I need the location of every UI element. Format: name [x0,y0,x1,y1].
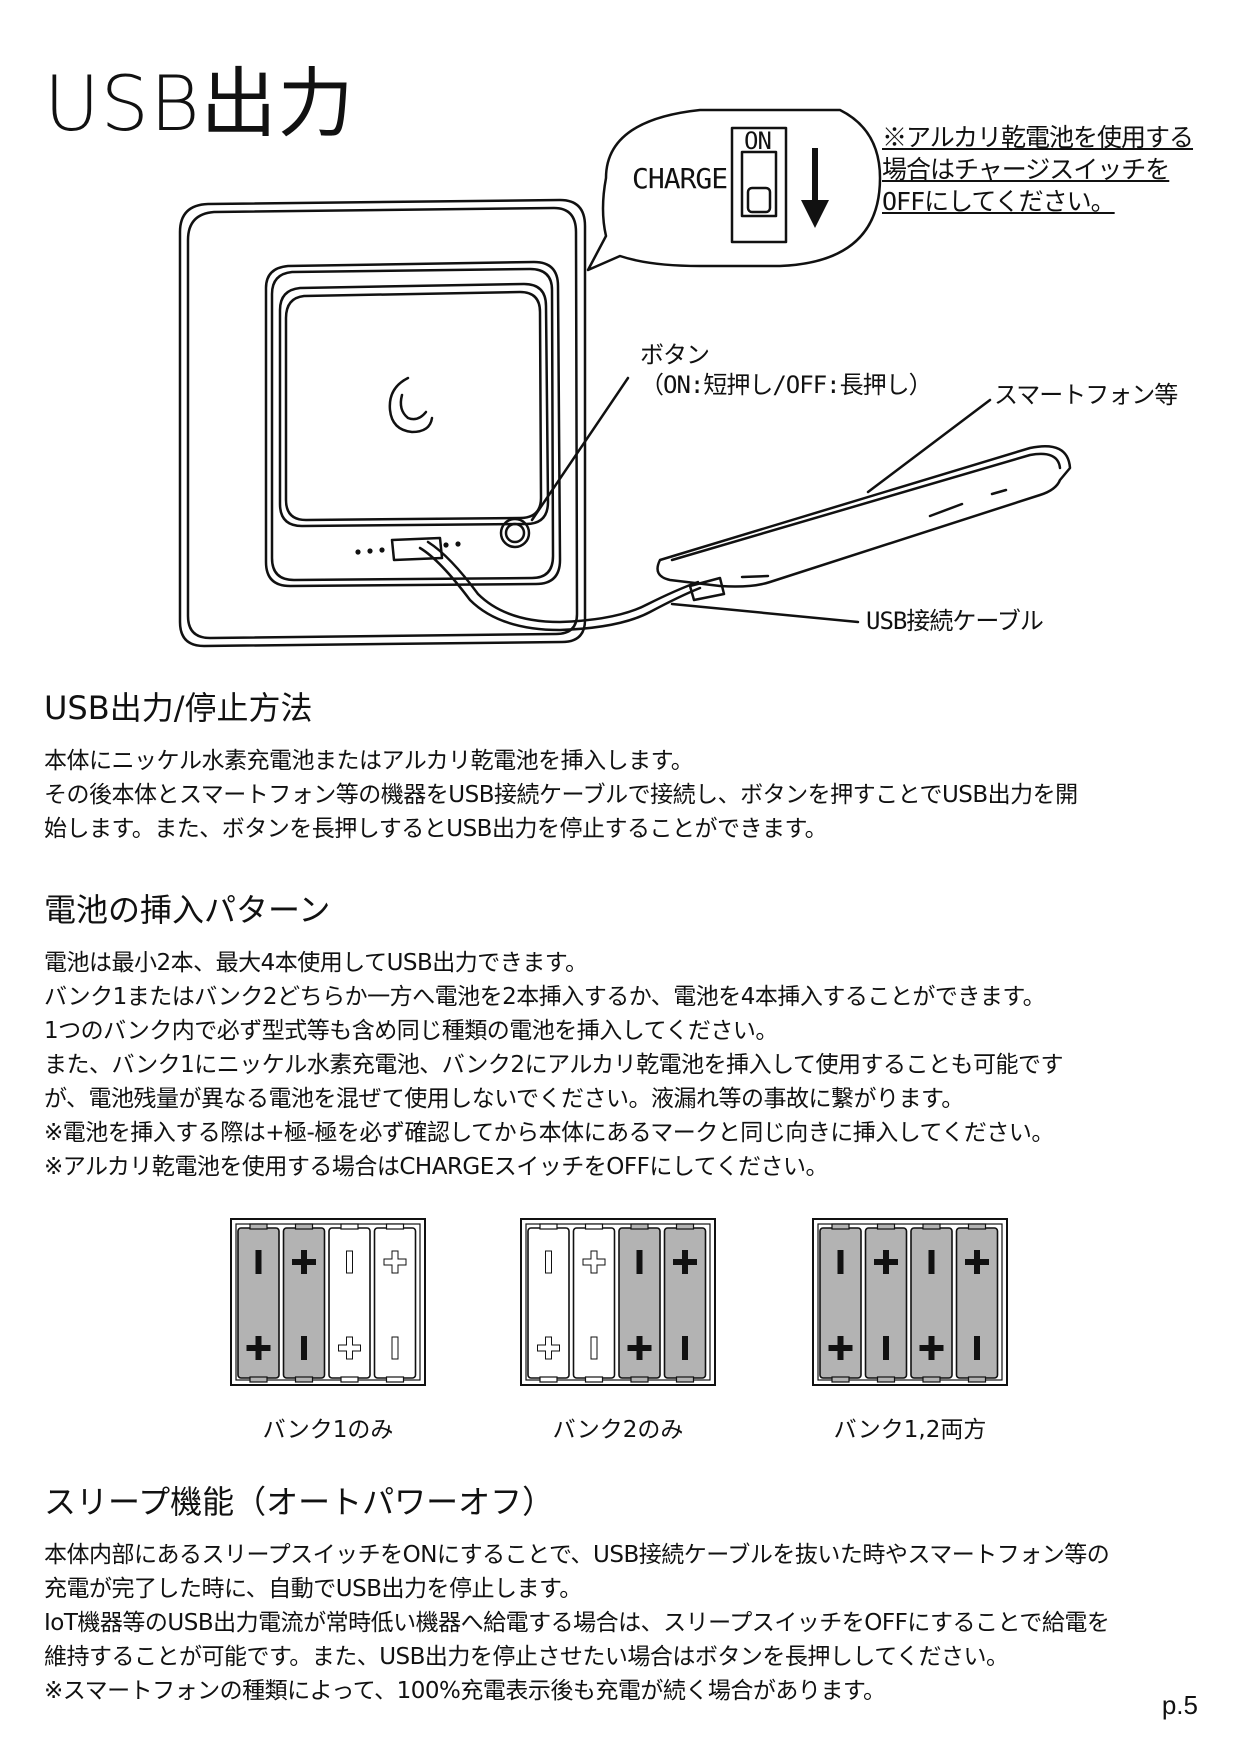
battery-cell [618,1223,661,1383]
phone-label: スマートフォン等 [994,381,1178,409]
battery-pattern-both [812,1218,1008,1386]
caption-both: バンク1,2両方 [833,1417,987,1443]
battery-cell [955,1223,999,1383]
switch-on-label: ON [744,127,772,155]
button-label: ボタン （ON:短押し/OFF:長押し） [640,341,933,399]
battery-cell [572,1223,616,1383]
caption-bank2: バンク2のみ [552,1417,684,1443]
page-title: USB出力 [44,59,355,148]
battery-cell [328,1223,371,1383]
battery-pattern-bank2 [520,1218,716,1386]
battery-cell [527,1223,570,1383]
battery-cell [910,1223,953,1383]
battery-cell [282,1223,326,1383]
battery-cell [864,1223,908,1383]
sleep-paragraph: 本体内部にあるスリープスイッチをONにすることで、USB接続ケーブルを抜いた時や… [44,1542,1110,1704]
battery-cell [237,1223,280,1383]
section-heading-sleep: スリープ機能（オートパワーオフ） [44,1483,555,1521]
battery-cell [819,1223,862,1383]
charge-label: CHARGE [632,162,728,195]
device-illustration [178,108,1072,648]
section-heading-battery-pattern: 電池の挿入パターン [44,891,331,929]
battery-pattern-paragraph: 電池は最小2本、最大4本使用してUSB出力できます。 バンク1またはバンク2どち… [44,950,1063,1180]
caption-bank1: バンク1のみ [262,1417,394,1443]
battery-pattern-bank1 [230,1218,426,1386]
battery-cell [373,1223,417,1383]
usb-output-paragraph: 本体にニッケル水素充電池またはアルカリ乾電池を挿入します。 その後本体とスマート… [44,748,1078,842]
page-number: p.5 [1161,1690,1198,1720]
battery-cell [663,1223,707,1383]
cable-label: USB接続ケーブル [866,607,1044,635]
charge-switch-note: ※アルカリ乾電池を使用する 場合はチャージスイッチを OFFにしてください。 [882,123,1194,216]
section-heading-usb-output: USB出力/停止方法 [44,689,313,727]
